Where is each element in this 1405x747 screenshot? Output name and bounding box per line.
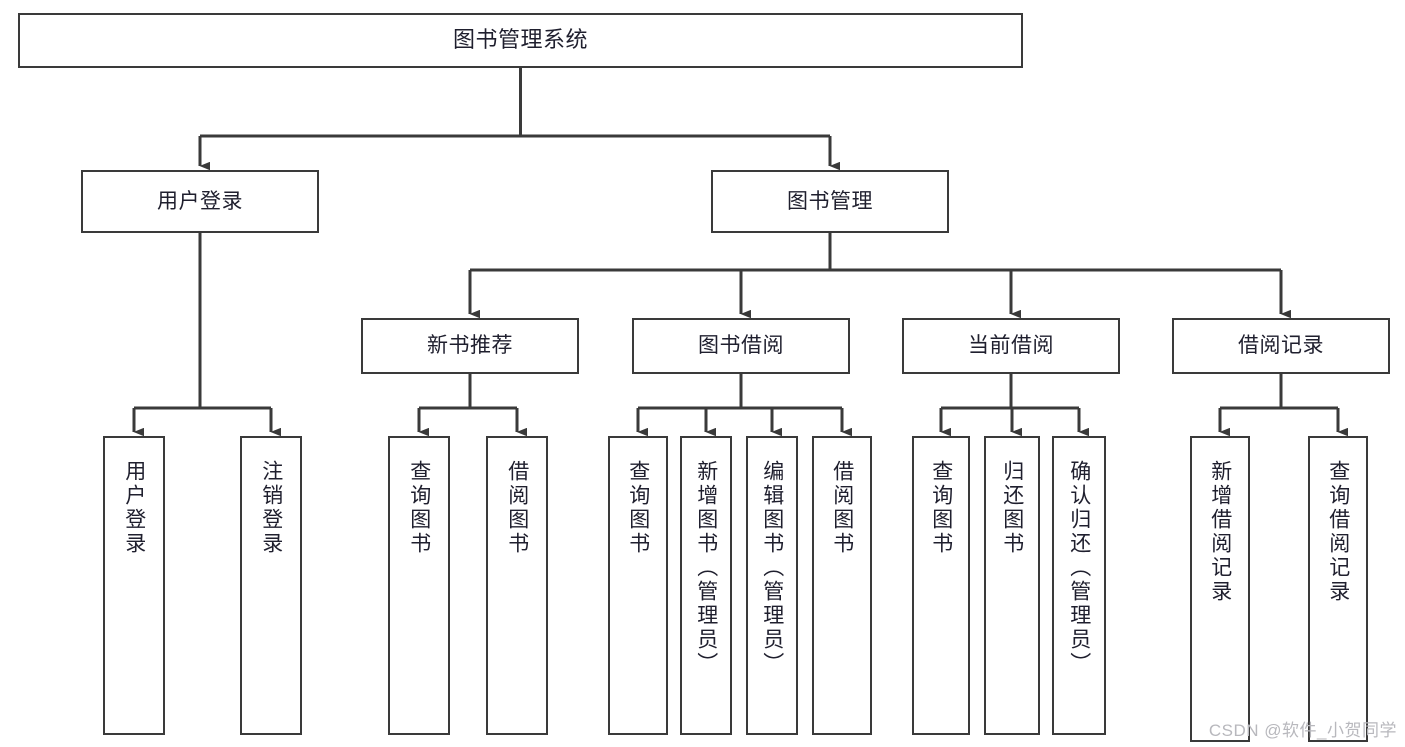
node-root[interactable]: 图书管理系统 [18, 13, 1023, 68]
node-label: 借阅图书 [505, 460, 529, 556]
node-label: 注销登录 [259, 460, 283, 556]
node-label: 查询图书 [929, 460, 953, 556]
node-label: 新书推荐 [427, 334, 513, 358]
node-label: 查询借阅记录 [1326, 460, 1350, 604]
node-leaf-user-login[interactable]: 用户登录 [103, 436, 165, 735]
node-leaf-borrow-book-1[interactable]: 借阅图书 [486, 436, 548, 735]
node-label: 编辑图书（管理员） [760, 460, 784, 676]
node-label: 图书管理 [787, 189, 873, 213]
node-leaf-query-book-2[interactable]: 查询图书 [608, 436, 668, 735]
node-label: 当前借阅 [968, 334, 1054, 358]
node-label: 图书管理系统 [452, 27, 588, 53]
node-leaf-add-borrow-record[interactable]: 新增借阅记录 [1190, 436, 1250, 742]
node-label: 图书借阅 [698, 334, 784, 358]
node-leaf-borrow-book-2[interactable]: 借阅图书 [812, 436, 872, 735]
node-label: 新增借阅记录 [1208, 460, 1232, 604]
node-leaf-add-book[interactable]: 新增图书（管理员） [680, 436, 732, 735]
node-leaf-edit-book[interactable]: 编辑图书（管理员） [746, 436, 798, 735]
node-book-manage[interactable]: 图书管理 [711, 170, 949, 233]
node-current-borrow[interactable]: 当前借阅 [902, 318, 1120, 374]
node-label: 确认归还（管理员） [1067, 460, 1091, 676]
node-label: 用户登录 [157, 189, 243, 213]
node-leaf-return-book[interactable]: 归还图书 [984, 436, 1040, 735]
node-label: 借阅图书 [830, 460, 854, 556]
node-leaf-user-logout[interactable]: 注销登录 [240, 436, 302, 735]
node-leaf-query-book-3[interactable]: 查询图书 [912, 436, 970, 735]
node-label: 查询图书 [626, 460, 650, 556]
node-leaf-query-borrow-record[interactable]: 查询借阅记录 [1308, 436, 1368, 742]
node-book-borrow[interactable]: 图书借阅 [632, 318, 850, 374]
node-borrow-record[interactable]: 借阅记录 [1172, 318, 1390, 374]
node-label: 新增图书（管理员） [694, 460, 718, 676]
node-label: 归还图书 [1000, 460, 1024, 556]
node-new-book-recommend[interactable]: 新书推荐 [361, 318, 579, 374]
node-label: 用户登录 [122, 460, 146, 556]
node-leaf-confirm-return[interactable]: 确认归还（管理员） [1052, 436, 1106, 735]
node-leaf-query-book-1[interactable]: 查询图书 [388, 436, 450, 735]
node-label: 借阅记录 [1238, 334, 1324, 358]
node-label: 查询图书 [407, 460, 431, 556]
node-user-login[interactable]: 用户登录 [81, 170, 319, 233]
